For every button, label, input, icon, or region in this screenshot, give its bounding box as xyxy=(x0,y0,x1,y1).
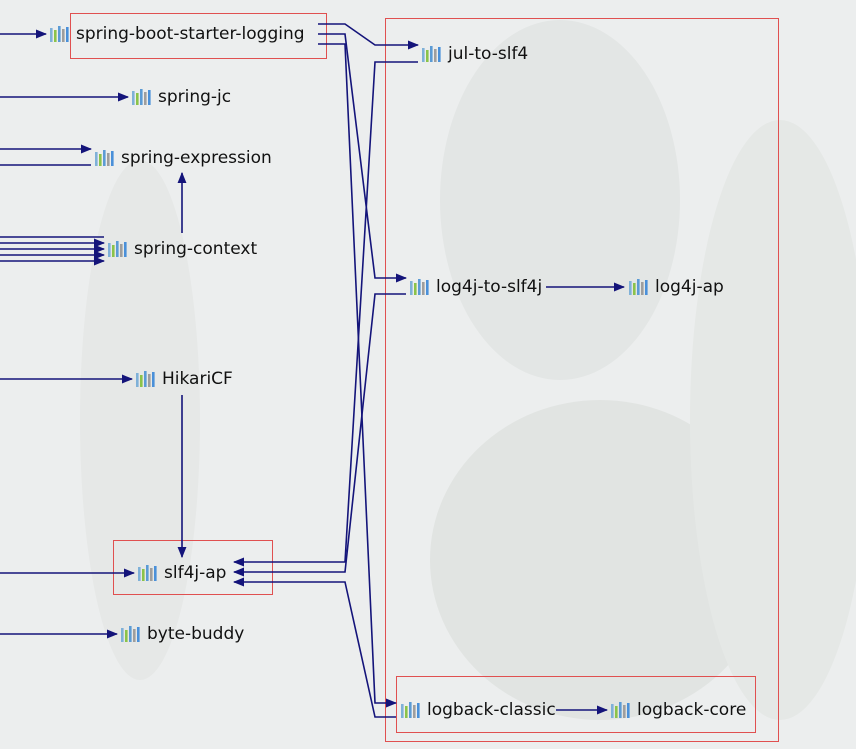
node-logback-classic[interactable]: logback-classic xyxy=(401,699,557,721)
node-label: logback-core xyxy=(637,700,747,720)
node-label: spring-jc xyxy=(158,87,232,107)
edge-starter-to-log4j-to-slf4j xyxy=(318,33,408,283)
library-icon xyxy=(50,26,70,42)
edge-starter-to-logback-classic xyxy=(318,43,398,708)
library-icon xyxy=(95,150,115,166)
edge-logback-to-slf4j-api xyxy=(232,577,396,718)
node-hikaricp[interactable]: HikariCF xyxy=(136,368,233,390)
library-icon xyxy=(138,565,158,581)
library-icon xyxy=(121,626,141,642)
node-label: jul-to-slf4 xyxy=(448,44,529,64)
node-label: spring-context xyxy=(134,239,258,259)
node-spring-jcl[interactable]: spring-jc xyxy=(132,86,236,108)
node-label: spring-boot-starter-logging xyxy=(76,24,305,44)
library-icon xyxy=(629,279,649,295)
node-log4j-to-slf4j[interactable]: log4j-to-slf4j xyxy=(410,276,547,298)
edge-log4j-to-slf4j-api xyxy=(232,293,406,577)
node-spring-expression[interactable]: spring-expression xyxy=(95,147,280,169)
node-label: slf4j-ap xyxy=(164,563,227,583)
node-logback-core[interactable]: logback-core xyxy=(611,699,753,721)
library-icon xyxy=(611,702,631,718)
node-spring-boot-starter-logging[interactable]: spring-boot-starter-logging xyxy=(50,23,322,45)
node-jul-to-slf4j[interactable]: jul-to-slf4 xyxy=(422,43,536,65)
library-icon xyxy=(132,89,152,105)
node-label: byte-buddy xyxy=(147,624,245,644)
library-icon xyxy=(136,371,156,387)
node-spring-context[interactable]: spring-context xyxy=(108,238,268,260)
library-icon xyxy=(422,46,442,62)
edge-jul-to-slf4j-api xyxy=(232,61,418,567)
node-label: logback-classic xyxy=(427,700,556,720)
node-log4j-api[interactable]: log4j-ap xyxy=(629,276,734,298)
node-label: spring-expression xyxy=(121,148,272,168)
node-slf4j-api[interactable]: slf4j-ap xyxy=(138,562,230,584)
node-label: log4j-ap xyxy=(655,277,724,297)
edge-starter-to-jul xyxy=(318,23,420,50)
node-label: log4j-to-slf4j xyxy=(436,277,543,297)
node-label: HikariCF xyxy=(162,369,233,389)
library-icon xyxy=(410,279,430,295)
library-icon xyxy=(401,702,421,718)
node-byte-buddy[interactable]: byte-buddy xyxy=(121,623,247,645)
library-icon xyxy=(108,241,128,257)
